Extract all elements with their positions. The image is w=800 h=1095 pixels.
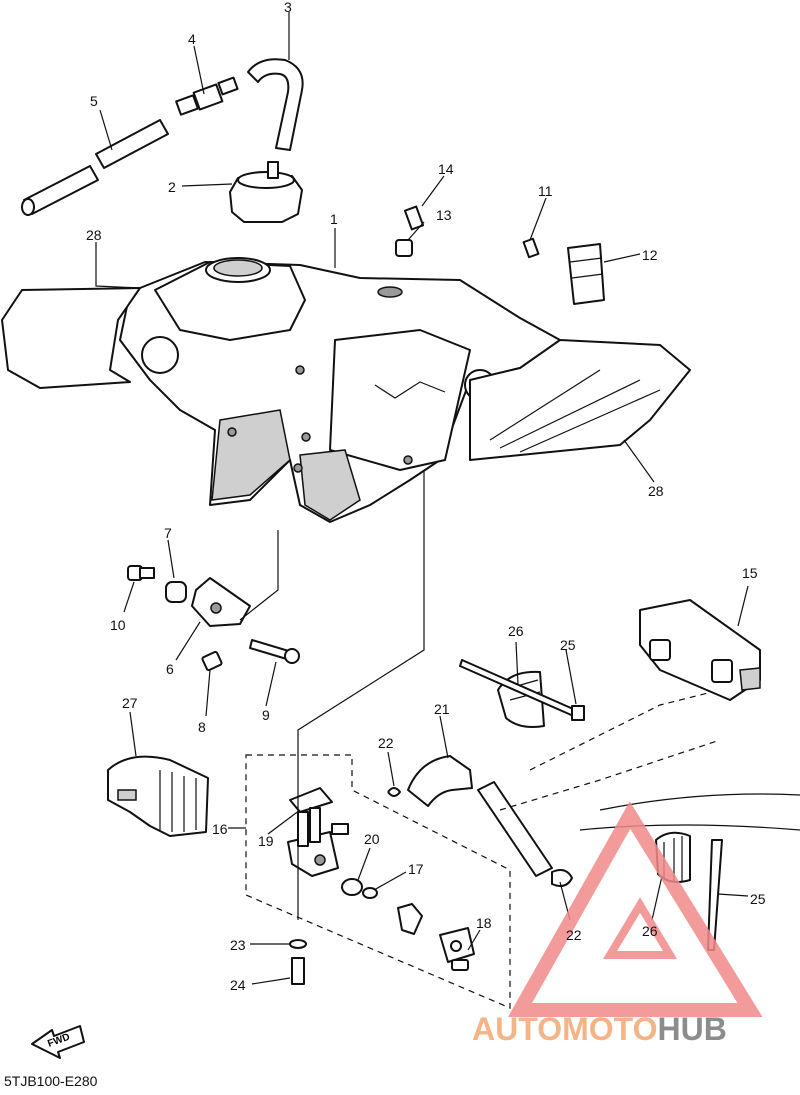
callout-22-upper: 22 [378,735,394,751]
bolt-9 [249,639,300,664]
watermark-auto: AUTO [472,1011,562,1047]
callout-8: 8 [198,719,206,735]
tie-26-upper [459,659,585,721]
damper-13 [395,239,413,257]
bolt-24 [291,957,305,985]
watermark-triangle-inner [602,897,678,959]
fuel-tank [119,257,581,523]
callout-18: 18 [476,915,492,931]
cover-27 [107,755,209,837]
callout-22-lower: 22 [566,927,582,943]
bolt-10 [127,565,155,581]
fwd-arrow: FWD [31,1025,85,1059]
callout-9: 9 [262,707,270,723]
bolt-14 [403,205,425,231]
callout-13: 13 [436,207,452,223]
callout-25-lower: 26 [642,923,658,939]
screw-11 [522,237,540,259]
callout-labels: 3 4 5 2 1 14 13 11 12 28 28 7 10 6 8 9 2… [86,0,766,993]
frame-outline [499,689,800,831]
washer-23 [289,939,307,949]
clip-12 [567,243,605,305]
callout-17: 17 [408,861,424,877]
tank-cap [229,161,303,223]
watermark-triangle-outer [508,801,763,1017]
callout-23: 23 [230,937,246,953]
callout-19: 19 [258,833,274,849]
callout-4: 4 [188,31,196,47]
diagram-code: 5TJB100-E280 [4,1073,98,1089]
fuel-cock-assembly [245,754,511,1009]
left-side-cover [1,287,141,389]
callout-26-lower: 25 [750,891,766,907]
callout-16: 16 [212,821,228,837]
bracket-15 [639,599,761,701]
clip-22 [551,869,573,887]
callout-5: 5 [90,93,98,109]
breather-pipe [21,119,169,216]
leader-lines [95,12,749,985]
callout-20: 20 [364,831,380,847]
callout-24: 24 [230,977,246,993]
callout-3: 3 [284,0,292,15]
right-side-cover [469,339,691,461]
bolt-8 [201,650,223,672]
fuel-hose-21 [407,755,553,877]
callout-6: 6 [166,661,174,677]
callout-7: 7 [164,525,172,541]
collar-7 [165,581,187,603]
watermark-hub: HUB [657,1011,726,1047]
callout-28-left: 28 [86,227,102,243]
callout-25-upper: 26 [508,623,524,639]
callout-2: 2 [168,179,176,195]
watermark-moto: MOTO [562,1011,657,1047]
callout-10: 10 [110,617,126,633]
watermark-logo [508,801,763,1017]
callout-14: 14 [438,161,454,177]
breather-hose [247,58,304,151]
callout-15: 15 [742,565,758,581]
callout-12: 12 [642,247,658,263]
callout-21: 21 [434,701,450,717]
watermark-text: AUTOMOTOHUB [472,1011,727,1047]
callout-11: 11 [538,183,553,199]
callout-28-right: 28 [648,483,664,499]
callout-1: 1 [330,211,338,227]
bracket-6 [191,577,251,627]
callout-27: 27 [122,695,138,711]
callout-26-upper: 25 [560,637,576,653]
check-valve [175,76,239,116]
